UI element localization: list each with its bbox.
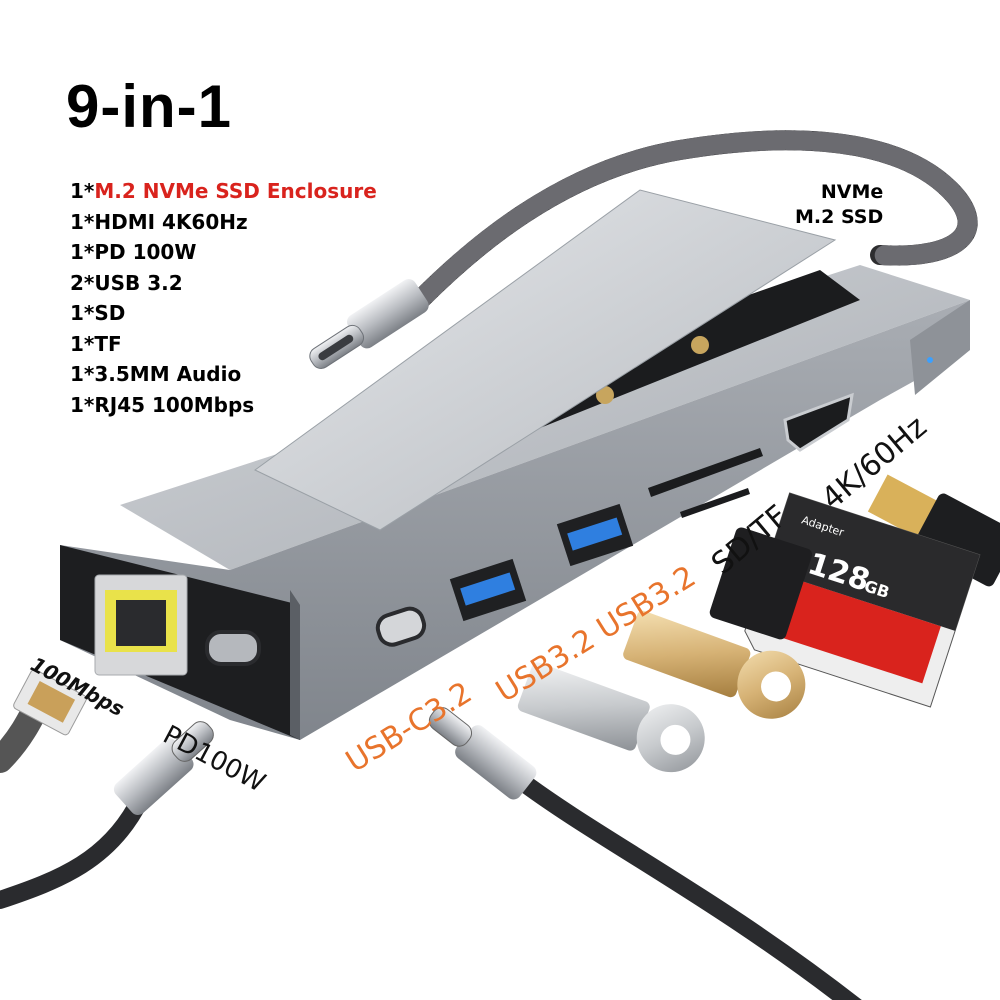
nvme-callout-line1: NVMe [820, 181, 884, 203]
spec-item: 1*SD [70, 301, 126, 325]
usb-c-port-icon [375, 606, 427, 647]
spec-item: 1*HDMI 4K60Hz [70, 209, 248, 234]
nvme-callout-line2: M.2 SSD [795, 206, 884, 228]
hdmi-port-icon [783, 392, 854, 452]
ssd-lid [254, 189, 837, 531]
gold-flash-drive-icon [623, 610, 806, 719]
usb-c-plug-icon [309, 279, 429, 370]
spec-item: 1*TF [70, 331, 122, 356]
sd-slot-icon [648, 448, 763, 497]
spec-item: 1*PD 100W [70, 240, 197, 264]
usb-c-plug-icon [428, 707, 537, 800]
ethernet-port-icon [94, 574, 188, 676]
nvme-callout: NVMe M.2 SSD [795, 180, 883, 230]
spec-list: 1*M.2 NVMe SSD Enclosure 1*HDMI 4K60Hz 1… [70, 176, 377, 420]
spec-item: 1*RJ45 100Mbps [70, 392, 255, 417]
spec-item: 2*USB 3.2 [70, 270, 183, 295]
pd-cable [0, 791, 149, 909]
hdmi-plug-icon [867, 474, 1000, 587]
ethernet-plug-icon [13, 669, 87, 736]
silver-flash-drive-icon [517, 662, 705, 773]
tf-slot-icon [680, 488, 750, 518]
sd-card-icon [744, 492, 981, 708]
usb-c-cable [511, 771, 862, 1000]
spec-item: 1*3.5MM Audio [70, 362, 242, 386]
usb-a-port-icon [449, 558, 527, 622]
pd-port-icon [205, 630, 261, 666]
headline: 9-in-1 [66, 73, 233, 140]
usb-c-plug-icon [113, 721, 214, 815]
usb-a-port-icon [556, 503, 634, 567]
spec-item: 1*M.2 NVMe SSD Enclosure [70, 179, 377, 203]
tf-card-icon [709, 527, 813, 640]
